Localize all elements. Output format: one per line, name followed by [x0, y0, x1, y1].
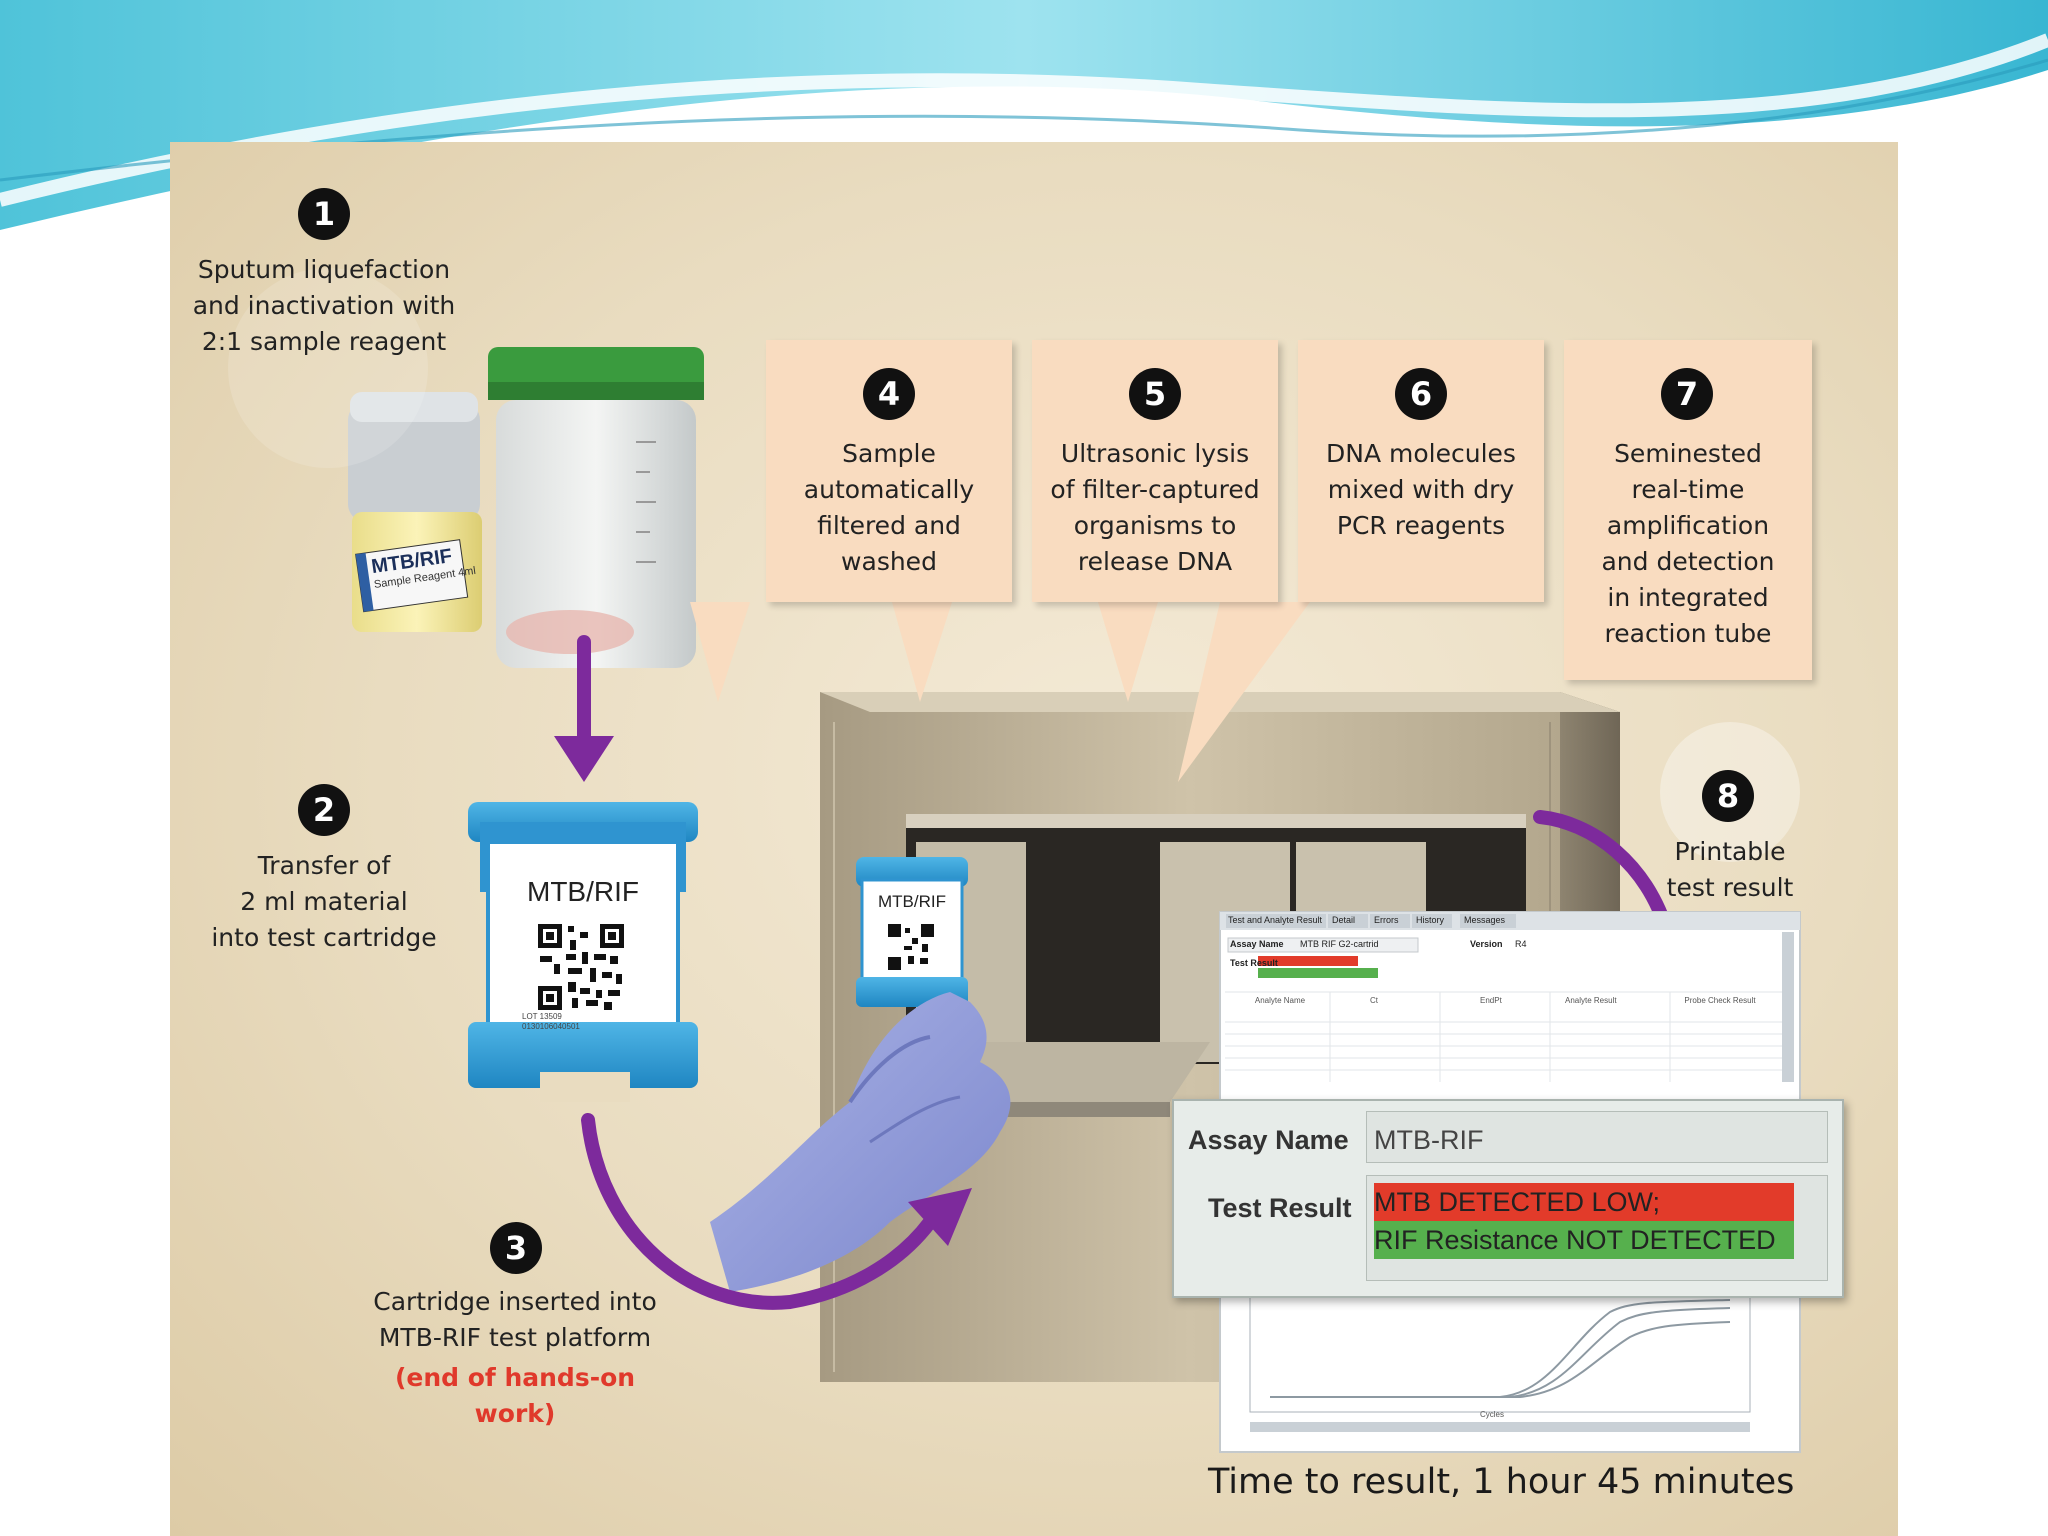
- software-result-label: Test Result: [1230, 958, 1278, 968]
- software-tab-5: Messages: [1464, 915, 1506, 925]
- software-version-value: R4: [1515, 939, 1527, 949]
- assay-name-value: MTB-RIF: [1374, 1125, 1484, 1155]
- step-4-text: Sample automatically filtered and washed: [803, 439, 975, 576]
- test-result-panel: Assay Name MTB-RIF Test Result MTB DETEC…: [1172, 1099, 1844, 1298]
- assay-name-label: Assay Name: [1188, 1125, 1349, 1155]
- step-7-text: Seminested real-time amplification and d…: [1601, 439, 1775, 648]
- step-1-text: Sputum liquefaction and inactivation wit…: [192, 255, 456, 356]
- step-2-text: Transfer of 2 ml material into test cart…: [211, 851, 437, 952]
- step-8-number: 8: [1702, 770, 1754, 822]
- software-assay-value: MTB RIF G2-cartrid: [1300, 939, 1379, 949]
- cartridge-code: 0130106040501: [522, 1022, 580, 1031]
- step-4-number: 4: [863, 368, 915, 420]
- assay-name-field: [1366, 1111, 1828, 1163]
- small-cartridge-label: MTB/RIF: [878, 892, 946, 911]
- software-assay-label: Assay Name: [1230, 939, 1284, 949]
- callout-step-5: 5 Ultrasonic lysis of filter-captured or…: [1032, 340, 1278, 602]
- step-2-number: 2: [298, 784, 350, 836]
- cartridge-lot: LOT 13509: [522, 1012, 562, 1021]
- time-to-result-caption: Time to result, 1 hour 45 minutes: [1208, 1462, 1795, 1502]
- step-5-number: 5: [1129, 368, 1181, 420]
- step-7-number: 7: [1661, 368, 1713, 420]
- software-version-label: Version: [1470, 939, 1503, 949]
- callout-step-6: 6 DNA molecules mixed with dry PCR reage…: [1298, 340, 1544, 602]
- diagram-panel: 1 Sputum liquefaction and inactivation w…: [170, 142, 1898, 1536]
- rif-resistance-result: RIF Resistance NOT DETECTED: [1374, 1221, 1794, 1259]
- step-5-text: Ultrasonic lysis of filter-captured orga…: [1050, 439, 1260, 576]
- callout-step-7: 7 Seminested real-time amplification and…: [1564, 340, 1812, 680]
- software-col-ct: Ct: [1370, 996, 1378, 1005]
- step-3-text: Cartridge inserted into MTB-RIF test pla…: [373, 1287, 657, 1352]
- software-chart-xlabel: Cycles: [1480, 1410, 1505, 1419]
- software-tab-3: Errors: [1374, 915, 1399, 925]
- header-wave-decoration: [0, 0, 2048, 230]
- test-result-label: Test Result: [1208, 1193, 1352, 1223]
- software-tab-2: Detail: [1332, 915, 1356, 925]
- software-tab-4: History: [1416, 915, 1445, 925]
- step-8-text: Printable test result: [1666, 837, 1794, 902]
- step-3-note: (end of hands-on work): [394, 1363, 636, 1428]
- software-col-endpt: EndPt: [1480, 996, 1502, 1005]
- cartridge-label: MTB/RIF: [527, 876, 639, 907]
- software-col-result: Analyte Result: [1565, 996, 1617, 1005]
- software-col-analyte: Analyte Name: [1254, 996, 1306, 1005]
- software-col-probe: Probe Check Result: [1684, 996, 1756, 1005]
- step-6-number: 6: [1395, 368, 1447, 420]
- step-3-number: 3: [490, 1222, 542, 1274]
- mtb-detected-result: MTB DETECTED LOW;: [1374, 1183, 1794, 1221]
- step-6-text: DNA molecules mixed with dry PCR reagent…: [1326, 439, 1516, 540]
- step-1-number: 1: [298, 188, 350, 240]
- callout-step-4: 4 Sample automatically filtered and wash…: [766, 340, 1012, 602]
- software-tab-1: Test and Analyte Result: [1228, 915, 1323, 925]
